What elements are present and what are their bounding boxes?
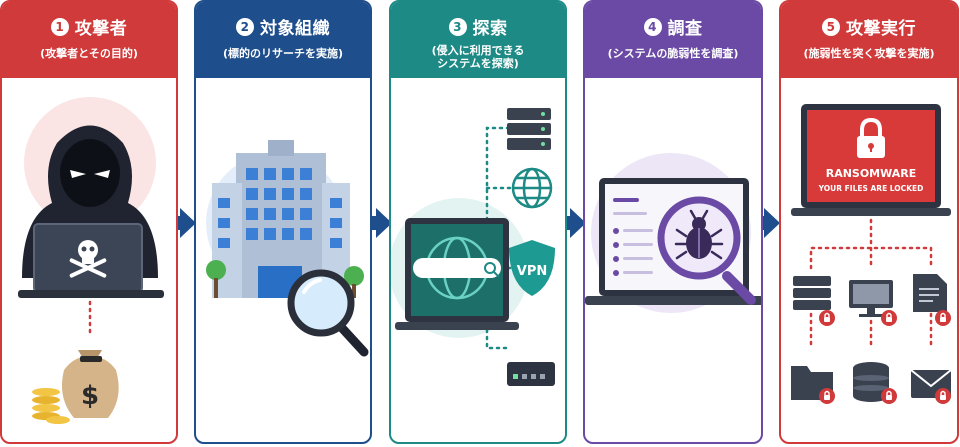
step-subtitle: (攻撃者とその目的) — [40, 47, 138, 60]
step-subtitle: (標的のリサーチを実施) — [222, 47, 344, 60]
lock-icon — [819, 310, 951, 404]
step-title: 探索 — [472, 19, 508, 39]
bug-icon — [674, 209, 724, 260]
server-icon — [507, 108, 551, 150]
lock-icon — [857, 117, 885, 158]
step-subtitle: (システムの脆弱性を調査) — [607, 47, 739, 60]
vpn-shield-icon: VPN — [509, 240, 555, 296]
ransomware-title: RANSOMWARE — [826, 167, 917, 180]
step-title: 対象組織 — [260, 19, 330, 39]
flow-arrow-3 — [556, 208, 586, 238]
step-number-badge: 1 — [50, 17, 69, 36]
step-title: 攻撃実行 — [846, 19, 916, 39]
step-title: 調査 — [667, 19, 703, 39]
step-number-badge: 2 — [236, 17, 254, 36]
globe-icon — [511, 167, 553, 209]
step-header: 5 攻撃実行 (施弱性を突く攻撃を実施) — [781, 2, 957, 78]
vpn-label: VPN — [517, 264, 547, 279]
server-icon — [793, 276, 831, 310]
magnifier-icon — [287, 269, 369, 357]
skull-icon — [69, 240, 107, 278]
search-bar — [413, 258, 501, 278]
flow-arrow-1 — [166, 208, 196, 238]
step-title: 攻撃者 — [74, 19, 128, 39]
office-building-icon — [206, 140, 364, 298]
step-number-badge: 3 — [448, 17, 467, 36]
svg-text:$: $ — [81, 381, 99, 411]
step-panel-discovery: 3 探索 (侵入に利用できる システムを探索) — [389, 0, 567, 444]
flow-arrow-4 — [750, 208, 780, 238]
step-number-badge: 5 — [822, 17, 840, 36]
step-subtitle: (施弱性を突く攻撃を実施) — [803, 47, 935, 60]
step-panel-target: 2 対象組織 (標的のリサーチを実施) — [194, 0, 372, 444]
document-icon — [913, 274, 947, 312]
step-panel-attack: 5 攻撃実行 (施弱性を突く攻撃を実施) RANSOMWARE YOUR FIL… — [779, 0, 959, 444]
step-number-badge: 4 — [643, 17, 662, 36]
step-subtitle-line: システムを探索) — [437, 57, 519, 70]
flow-arrow-2 — [362, 208, 392, 238]
network-switch-icon — [507, 362, 555, 386]
step-panel-attacker: 1 攻撃者 (攻撃者とその目的) — [0, 0, 178, 444]
step-header: 2 対象組織 (標的のリサーチを実施) — [196, 2, 370, 78]
money-bag-icon: $ — [32, 350, 119, 424]
step-header: 4 調査 (システムの脆弱性を調査) — [585, 2, 761, 78]
ransomware-message: YOUR FILES ARE LOCKED — [818, 184, 924, 193]
connector-dots — [809, 218, 933, 346]
step-subtitle-line: (侵入に利用できる — [431, 44, 525, 57]
step-panel-investigation: 4 調査 (システムの脆弱性を調査) — [583, 0, 763, 444]
monitor-icon — [849, 280, 893, 317]
step-header: 3 探索 (侵入に利用できる システムを探索) — [391, 2, 565, 78]
step-header: 1 攻撃者 (攻撃者とその目的) — [2, 2, 176, 78]
